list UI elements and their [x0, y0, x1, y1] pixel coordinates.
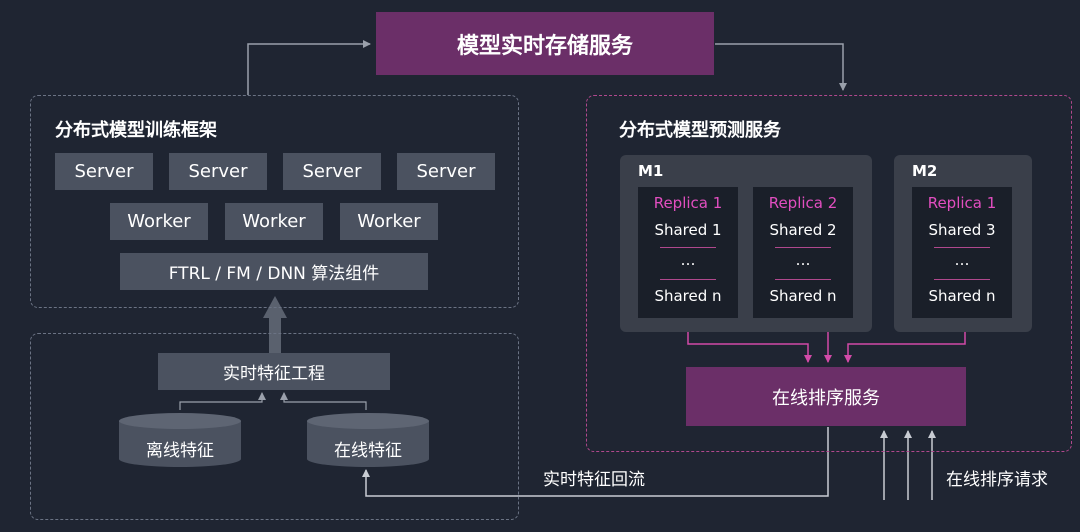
arrow-online-to-engineering: [280, 392, 367, 410]
server-label: Server: [188, 161, 248, 182]
offline-feature-label: 离线特征: [146, 441, 214, 461]
algorithm-label: FTRL / FM / DNN 算法组件: [168, 264, 380, 284]
ranking-request-label: 在线排序请求: [946, 470, 1048, 490]
arrow-offline-to-engineering: [179, 392, 266, 410]
model-name: M2: [912, 162, 938, 180]
shard-last: Shared n: [928, 287, 996, 305]
arrow-storage-to-prediction: [715, 43, 847, 91]
worker-node: Worker: [340, 203, 438, 240]
replica-name: Replica 1: [653, 194, 723, 212]
server-label: Server: [74, 161, 134, 182]
server-label: Server: [302, 161, 362, 182]
server-node: Server: [283, 153, 381, 190]
prediction-service-title: 分布式模型预测服务: [619, 120, 781, 141]
online-ranking-service-box: 在线排序服务: [686, 367, 966, 426]
online-ranking-service-label: 在线排序服务: [772, 387, 880, 409]
divider: [934, 247, 990, 248]
feedback-flow-label: 实时特征回流: [543, 470, 645, 490]
worker-node: Worker: [225, 203, 323, 240]
database-icon: [119, 413, 241, 467]
feature-engineering-label: 实时特征工程: [223, 364, 325, 384]
divider: [660, 247, 716, 248]
feature-group: [30, 333, 519, 520]
arrow-m2r1-to-ranking: [844, 320, 966, 363]
worker-label: Worker: [357, 211, 421, 232]
shard-last: Shared n: [769, 287, 837, 305]
shard-ellipsis: …: [954, 251, 970, 269]
shard-first: Shared 1: [654, 221, 722, 239]
server-node: Server: [55, 153, 153, 190]
prediction-service-group: [586, 95, 1072, 452]
divider: [934, 279, 990, 280]
storage-service-label: 模型实时存储服务: [456, 33, 633, 59]
divider: [775, 279, 831, 280]
server-node: Server: [397, 153, 495, 190]
training-framework-title: 分布式模型训练框架: [55, 120, 217, 141]
replica-card: Replica 1 Shared 3 … Shared n: [912, 187, 1012, 318]
shard-ellipsis: …: [680, 251, 696, 269]
storage-service-box: 模型实时存储服务: [376, 12, 714, 75]
replica-card: Replica 2 Shared 2 … Shared n: [753, 187, 853, 318]
arrow-feedback: [362, 427, 829, 497]
shard-last: Shared n: [654, 287, 722, 305]
offline-feature-db: 离线特征: [118, 412, 242, 468]
arrow-training-to-storage: [247, 40, 371, 95]
online-feature-label: 在线特征: [334, 441, 402, 461]
replica-name: Replica 2: [768, 194, 838, 212]
divider: [775, 247, 831, 248]
divider: [660, 279, 716, 280]
online-feature-db: 在线特征: [306, 412, 430, 468]
shard-first: Shared 2: [769, 221, 837, 239]
replica-card: Replica 1 Shared 1 … Shared n: [638, 187, 738, 318]
algorithm-component: FTRL / FM / DNN 算法组件: [120, 253, 428, 290]
thick-arrow-shaft: [269, 318, 281, 354]
model-name: M1: [638, 162, 664, 180]
server-node: Server: [169, 153, 267, 190]
arrow-m1r1-to-ranking: [687, 320, 812, 363]
worker-label: Worker: [127, 211, 191, 232]
feature-engineering-box: 实时特征工程: [158, 353, 390, 390]
server-label: Server: [416, 161, 476, 182]
training-framework-group: [30, 95, 519, 308]
database-icon: [307, 413, 429, 467]
worker-node: Worker: [110, 203, 208, 240]
worker-label: Worker: [242, 211, 306, 232]
replica-name: Replica 1: [927, 194, 997, 212]
shard-first: Shared 3: [928, 221, 996, 239]
shard-ellipsis: …: [795, 251, 811, 269]
